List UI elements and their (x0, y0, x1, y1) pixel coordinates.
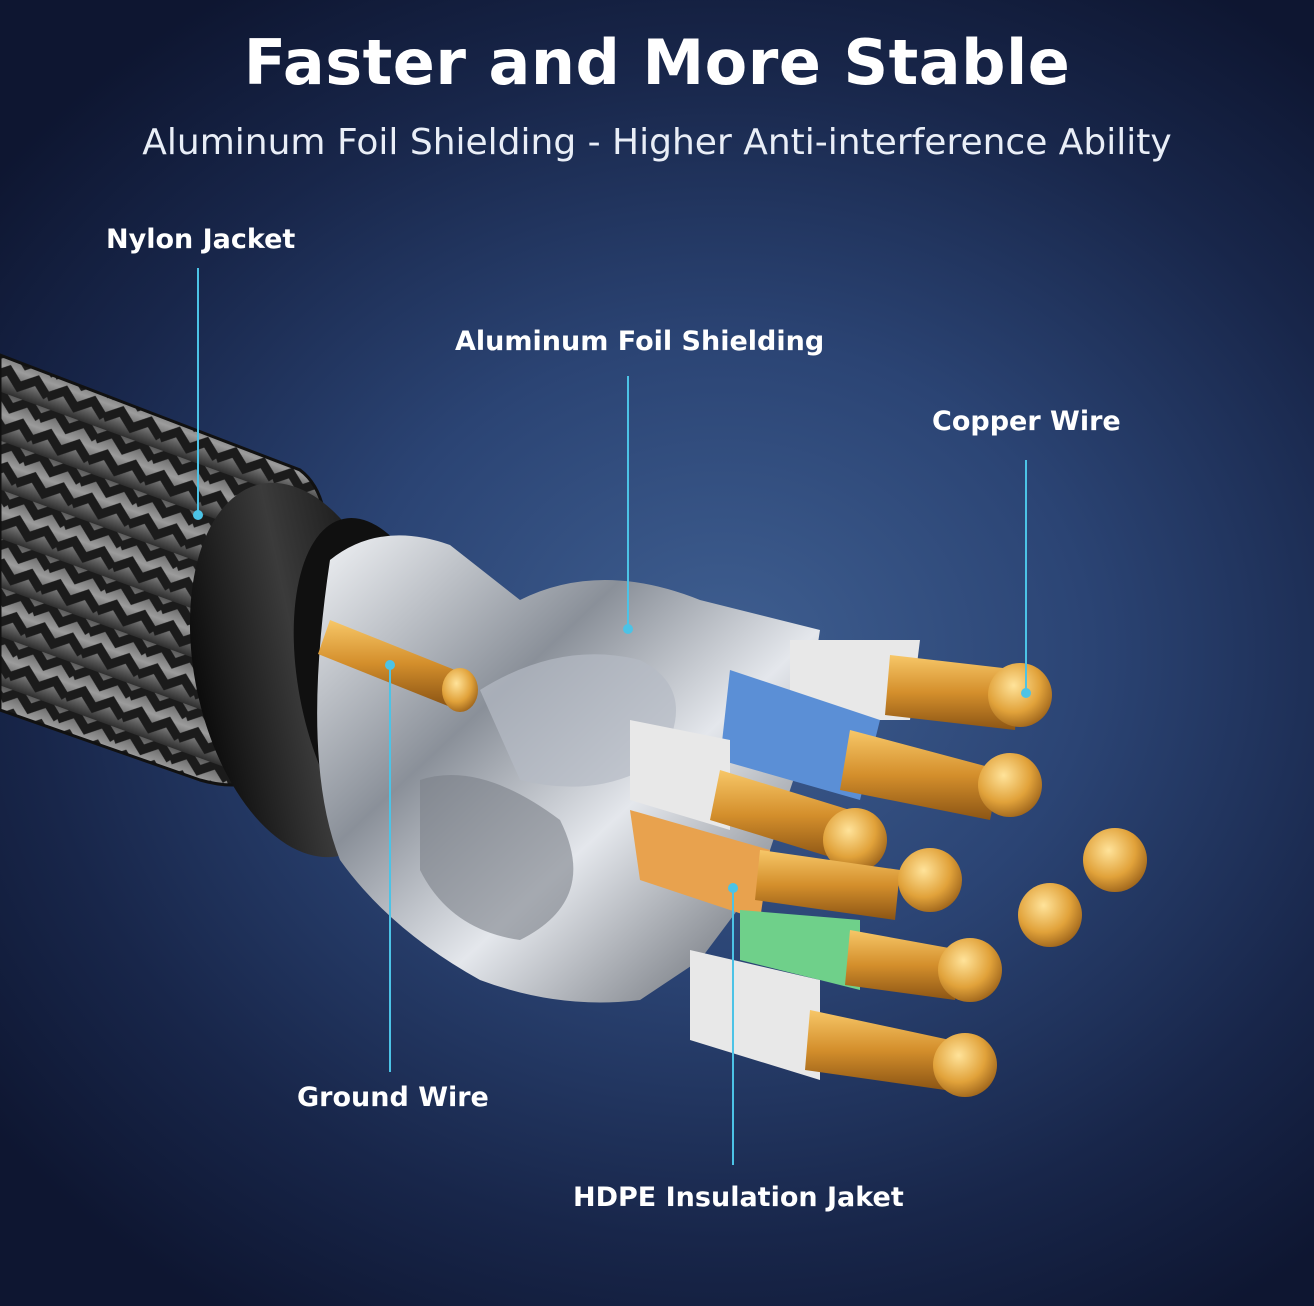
page-subtitle: Aluminum Foil Shielding - Higher Anti-in… (142, 122, 1172, 163)
leader-line-copper-wire (1021, 460, 1031, 698)
label-copper-wire: Copper Wire (932, 406, 1121, 437)
label-hdpe-insulation-jacket: HDPE Insulation Jaket (573, 1182, 904, 1213)
leader-line-ground-wire (385, 660, 395, 1072)
label-ground-wire: Ground Wire (297, 1082, 489, 1113)
page-title: Faster and More Stable (243, 26, 1071, 99)
label-aluminum-foil-shielding: Aluminum Foil Shielding (455, 326, 825, 357)
conductor-white-bottom (690, 950, 997, 1097)
conductor-green (740, 910, 1002, 1002)
leader-line-nylon-jacket (193, 268, 203, 520)
leader-line-aluminum-foil (623, 376, 633, 634)
conductor-blue (720, 670, 1042, 820)
conductor-white-top (790, 640, 1052, 730)
conductor-orange (630, 810, 1147, 947)
conductor-white-mid (630, 720, 887, 872)
leader-line-hdpe-jacket (728, 883, 738, 1165)
label-nylon-jacket: Nylon Jacket (106, 224, 296, 255)
